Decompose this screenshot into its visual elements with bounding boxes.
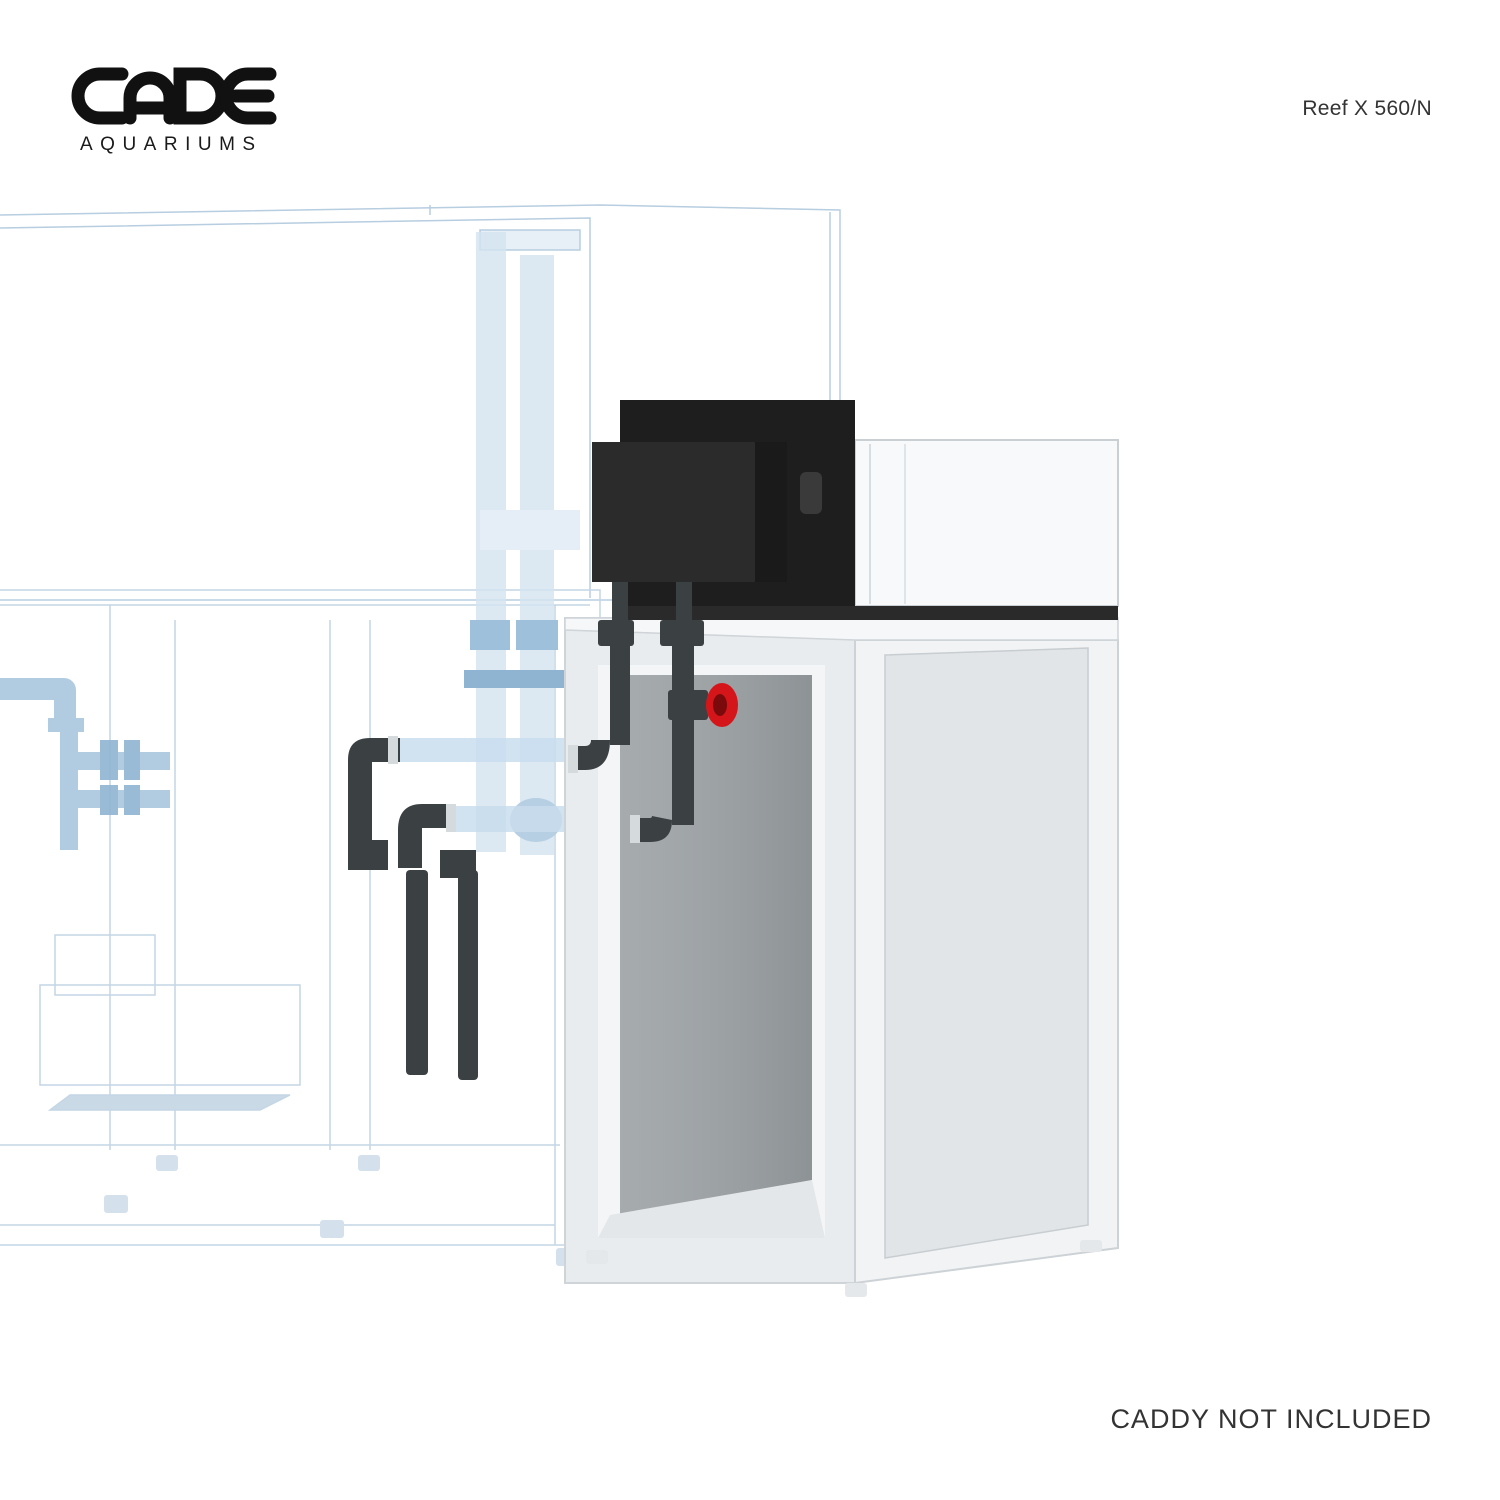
model-name: Reef X 560/N	[1302, 97, 1432, 120]
ball-valve	[706, 683, 738, 727]
overflow-box	[592, 442, 822, 582]
dark-plumbing	[348, 582, 708, 1080]
aquarium-illustration	[0, 204, 1119, 1297]
cade-logo	[71, 67, 277, 125]
sump-cabinet	[564, 617, 1119, 1297]
stand-blueprint	[0, 589, 601, 1246]
caddy-disclaimer: CADDY NOT INCLUDED	[1110, 1404, 1432, 1434]
brand-subtitle: AQUARIUMS	[80, 134, 263, 155]
left-plumbing-blueprint	[0, 678, 170, 850]
